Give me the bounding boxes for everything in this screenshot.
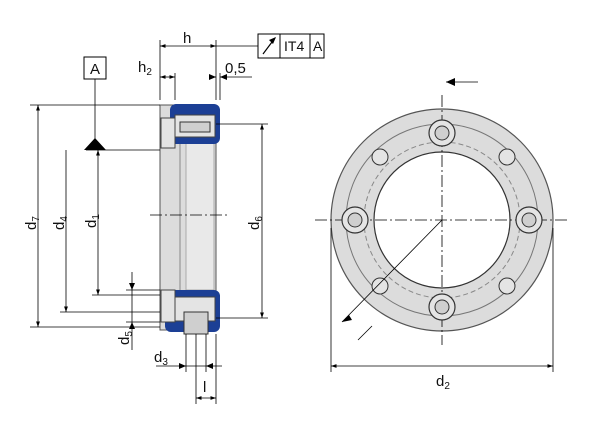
bottom-screw — [183, 311, 209, 335]
h-label: h — [183, 30, 191, 47]
d7-label: d7 — [23, 216, 42, 230]
circular-runout-arrow-icon — [262, 37, 276, 55]
section-view — [30, 40, 268, 404]
runout-arrow-icon — [446, 78, 455, 86]
tolerance-datum-ref: A — [313, 38, 323, 54]
d3-label: d3 — [154, 349, 168, 368]
d4-label: d4 — [51, 216, 70, 230]
front-view — [315, 78, 570, 372]
bolt-hole-top — [428, 119, 456, 147]
bottom-clamp-section — [160, 289, 220, 335]
threaded-hole-lr — [498, 277, 516, 295]
bolt-hole-left — [341, 206, 369, 234]
tolerance-grade: IT4 — [284, 38, 304, 54]
d2-label: d2 — [436, 373, 450, 392]
h2-label: h2 — [138, 59, 152, 78]
threaded-hole-ul — [371, 148, 389, 166]
top-screw — [179, 121, 211, 133]
threaded-hole-ll — [371, 277, 389, 295]
bolt-hole-bottom — [428, 293, 456, 321]
tolerance-frame — [257, 33, 325, 59]
datum-triangle-icon — [84, 138, 106, 150]
l-label: l — [203, 379, 206, 396]
d5-label: d5 — [116, 331, 135, 345]
bolt-hole-right — [515, 206, 543, 234]
d6-label: d6 — [246, 216, 265, 230]
datum-label: A — [90, 61, 100, 78]
threaded-hole-ur — [498, 148, 516, 166]
offset-label: 0,5 — [225, 60, 246, 77]
d1-label: d1 — [83, 214, 102, 228]
top-clamp-section — [160, 104, 220, 149]
datum-feature — [83, 56, 107, 150]
